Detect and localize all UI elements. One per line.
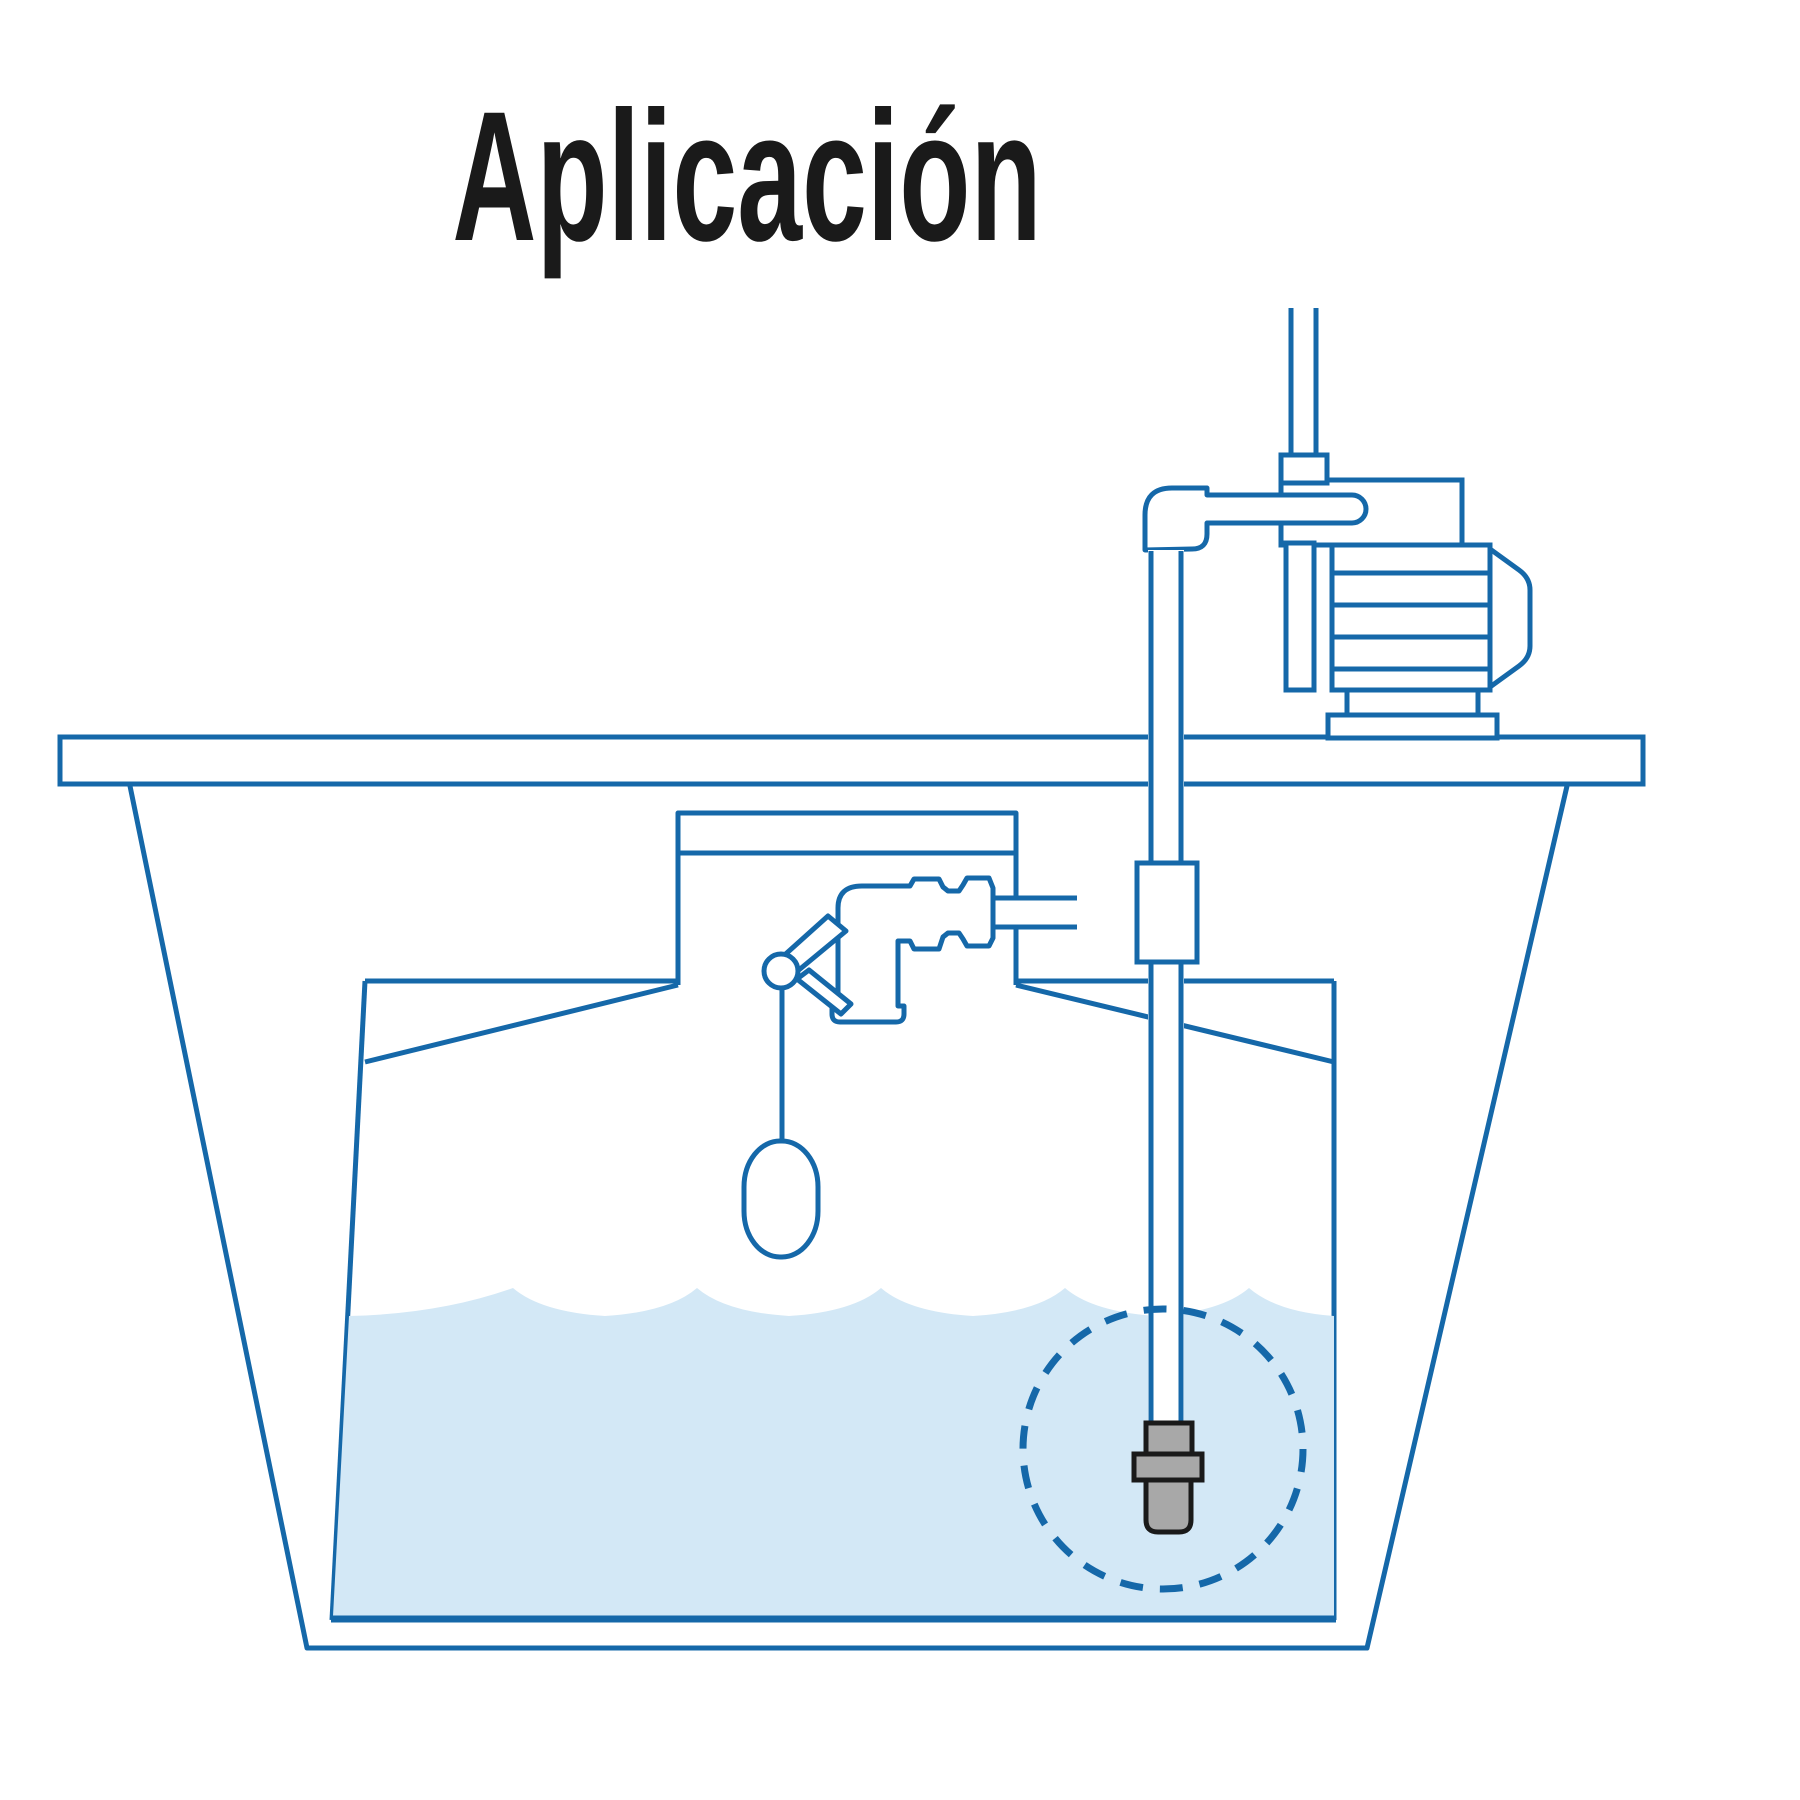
ground-slab [57, 734, 1646, 787]
float-ball [741, 1138, 821, 1260]
motor [1329, 542, 1533, 693]
pump [1142, 306, 1533, 741]
discharge-pipe-fill [1289, 306, 1318, 458]
motor-end-cap [1487, 546, 1533, 690]
water-body [333, 1288, 1334, 1616]
foot-valve-highlight-circle [1019, 1305, 1307, 1593]
pump-pedestal [1344, 687, 1481, 718]
float-valve-body [829, 875, 996, 1025]
outer-tank-walls [127, 785, 1570, 1651]
foot-valve-nut [1131, 1451, 1205, 1483]
foot-valve [1131, 1420, 1205, 1535]
pump-leg [1283, 540, 1317, 693]
discharge-pipe [1278, 306, 1330, 486]
pipe-coupling [1134, 860, 1200, 965]
foot-valve-adapter [1143, 1420, 1195, 1457]
float-valve-inlet-pipe [993, 898, 1077, 927]
outer-tank [127, 785, 1570, 1651]
suction-pipe [1134, 550, 1200, 1430]
discharge-fitting [1278, 452, 1330, 486]
foot-valve-strainer [1143, 1477, 1194, 1535]
page-title: Aplicación [452, 72, 1041, 279]
float-lever-link [794, 967, 854, 1017]
page-title-text: Aplicación [452, 72, 1041, 279]
float-valve [741, 875, 1077, 1260]
water [331, 1288, 1336, 1623]
tank-wall-left [329, 980, 368, 1621]
tank-shoulder-left [364, 982, 679, 1065]
suction-pipe-fill [1148, 550, 1184, 1430]
slab-surface [57, 734, 1646, 787]
suction-elbow-pipe [1142, 485, 1369, 553]
float-lever-pivot [761, 951, 801, 991]
motor-body [1329, 542, 1493, 693]
pump-base [1325, 712, 1500, 741]
